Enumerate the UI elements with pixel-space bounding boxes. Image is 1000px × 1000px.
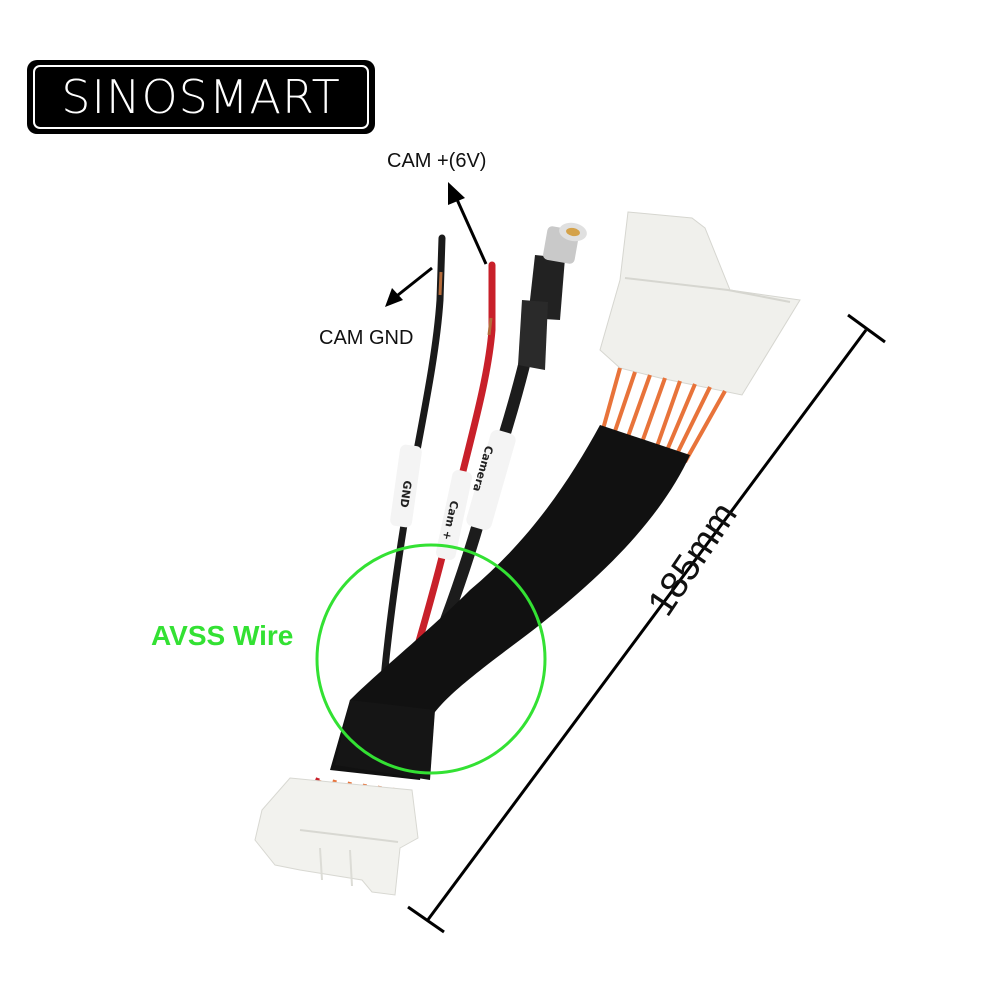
top-connector <box>598 211 801 463</box>
gnd-wire-tag <box>390 444 422 528</box>
cam-positive-arrow <box>448 182 488 265</box>
avss-highlight-circle <box>315 543 547 775</box>
cam-plus-wire-tag <box>435 470 473 560</box>
dimension-line <box>407 313 886 934</box>
logo-text: SINOSMART <box>61 70 341 124</box>
bottom-connector <box>254 777 419 896</box>
sinosmart-logo: SINOSMART <box>27 60 375 134</box>
ground-wire: GND <box>378 234 446 704</box>
cam-ground-label: CAM GND <box>319 327 414 349</box>
braided-sleeve <box>330 425 690 780</box>
camera-wire-tag <box>466 430 516 530</box>
gnd-tag-text: GND <box>397 480 414 509</box>
avss-wire-label: AVSS Wire <box>151 620 294 651</box>
cam-positive-label: CAM +(6V) <box>387 150 487 172</box>
cam-ground-arrow <box>385 266 433 307</box>
logo-border: SINOSMART <box>33 65 369 129</box>
